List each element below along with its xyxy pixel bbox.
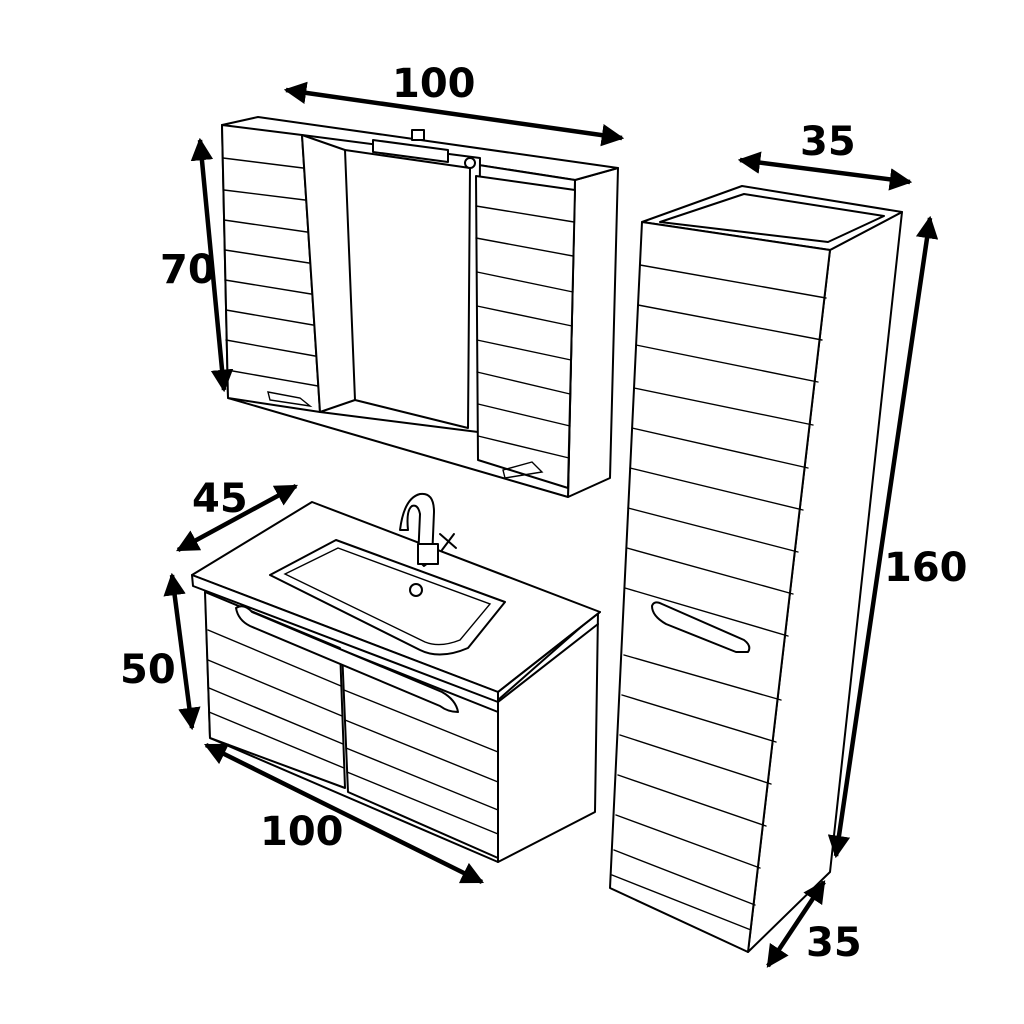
label-vanity-width: 100 (260, 809, 344, 855)
arrow-tall-width (737, 151, 913, 191)
tall-cabinet (609, 185, 903, 953)
mirror-cabinet-left-door (221, 124, 321, 413)
mirror-cabinet (221, 116, 619, 498)
label-tall-width: 35 (800, 119, 856, 165)
arrow-tall-height (827, 215, 939, 859)
arrow-vanity-depth (176, 484, 298, 552)
mirror-panel (301, 129, 481, 433)
faucet-icon (399, 492, 457, 567)
switch-icon (464, 157, 476, 169)
label-mirror-width: 100 (392, 61, 476, 107)
sink-basin (269, 539, 506, 656)
vanity-unit (191, 492, 601, 863)
tall-cabinet-slats (611, 264, 827, 931)
label-mirror-height: 70 (160, 247, 216, 293)
label-vanity-height: 50 (120, 647, 176, 693)
arrow-mirror-width (283, 81, 625, 147)
dimension-arrows (163, 81, 939, 968)
label-vanity-depth: 45 (192, 476, 248, 522)
arrow-vanity-width (203, 742, 485, 885)
arrow-mirror-height (190, 137, 234, 393)
mirror-cabinet-right-door (475, 175, 576, 489)
label-tall-depth: 35 (806, 920, 862, 966)
tall-cabinet-handle (651, 601, 751, 653)
vanity-handle (235, 605, 459, 713)
drain-icon (409, 583, 423, 597)
arrow-tall-depth (766, 880, 826, 968)
arrow-vanity-height (163, 572, 201, 731)
label-tall-height: 160 (884, 545, 968, 591)
